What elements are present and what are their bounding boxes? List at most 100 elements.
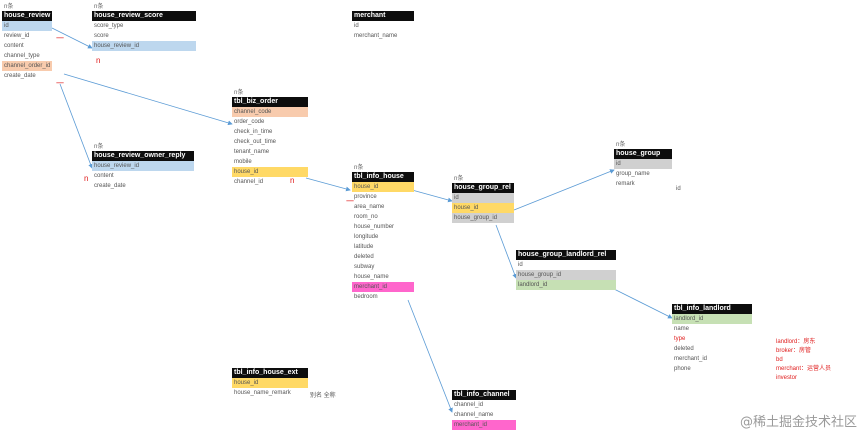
- table-house-group-landlord-rel: house_group_landlord_rel id house_group_…: [516, 250, 616, 290]
- link-review-to-score: [51, 27, 93, 49]
- field-row: subway: [354, 264, 375, 270]
- table-header: tbl_biz_order: [232, 97, 308, 107]
- table-header: merchant: [352, 11, 414, 21]
- field-row: type: [674, 336, 686, 342]
- table-tbl-biz-order: n条 tbl_biz_order channel_code order_code…: [232, 88, 308, 187]
- field-row: id: [354, 23, 359, 29]
- field-row: merchant_id: [674, 356, 708, 362]
- link-house-to-channel: [407, 299, 453, 413]
- table-count: n条: [4, 4, 14, 10]
- table-header: house_review: [2, 11, 52, 21]
- field-row: channel_order_id: [2, 61, 52, 71]
- table-tbl-info-house: n条 tbl_info_house house_id province area…: [352, 163, 414, 302]
- field-row: house_id: [232, 167, 308, 177]
- field-row: house_group_id: [516, 270, 616, 280]
- cardinality-mark: 一: [56, 34, 64, 43]
- field-row: id: [452, 193, 514, 203]
- table-header: house_group_rel: [452, 183, 514, 193]
- field-row: create_date: [94, 183, 126, 189]
- table-count: n条: [616, 142, 626, 148]
- field-row: content: [4, 43, 24, 49]
- field-row: content: [94, 173, 114, 179]
- table-tbl-info-house-ext: tbl_info_house_ext house_id house_name_r…: [232, 368, 308, 398]
- table-count: n条: [234, 90, 244, 96]
- table-tbl-info-landlord: tbl_info_landlord landlord_id name type …: [672, 304, 752, 374]
- field-row: area_name: [354, 204, 385, 210]
- table-house-review: n条 house_review id review_id content cha…: [2, 2, 52, 81]
- type-note: landlord：房东: [776, 339, 816, 345]
- field-row: score: [94, 33, 109, 39]
- field-row: channel_id: [234, 179, 264, 185]
- field-row: merchant_name: [354, 33, 398, 39]
- table-house-review-score: n条 house_review_score score_type score h…: [92, 2, 196, 51]
- field-row: review_id: [4, 33, 30, 39]
- table-header: house_group_landlord_rel: [516, 250, 616, 260]
- field-row: latitude: [354, 244, 374, 250]
- field-row: name: [674, 326, 690, 332]
- field-row: landlord_id: [516, 280, 616, 290]
- link-order-to-house: [305, 177, 351, 192]
- field-row: deleted: [674, 346, 694, 352]
- field-row: order_code: [234, 119, 265, 125]
- table-header: tbl_info_house_ext: [232, 368, 308, 378]
- field-row: channel_id: [454, 402, 484, 408]
- field-row: house_id: [452, 203, 514, 213]
- table-tbl-info-channel: tbl_info_channel channel_id channel_name…: [452, 390, 516, 430]
- field-row: mobile: [234, 159, 252, 165]
- field-row: house_review_id: [92, 41, 196, 51]
- field-row: phone: [674, 366, 691, 372]
- field-row: landlord_id: [672, 314, 752, 324]
- cardinality-mark: n: [84, 174, 89, 183]
- field-row: merchant_id: [452, 420, 516, 430]
- field-row: deleted: [354, 254, 374, 260]
- field-row: create_date: [4, 73, 36, 79]
- ext-values: 别名 全称: [310, 393, 336, 399]
- field-row: id: [518, 262, 523, 268]
- link-grouprel-to-landlordrel: [495, 224, 517, 279]
- link-house-to-grouprel: [411, 189, 453, 203]
- field-row: group_name: [616, 171, 650, 177]
- field-row: house_name_remark: [234, 390, 291, 396]
- field-row: channel_type: [4, 53, 40, 59]
- table-house-group-rel: n条 house_group_rel id house_id house_gro…: [452, 174, 514, 223]
- cardinality-mark: 一: [346, 197, 354, 206]
- field-row: house_number: [354, 224, 395, 230]
- field-row: channel_name: [454, 412, 494, 418]
- table-header: house_group: [614, 149, 672, 159]
- table-header: tbl_info_channel: [452, 390, 516, 400]
- link-landlordrel-to-landlord: [613, 288, 673, 319]
- link-review-to-order: [63, 73, 233, 126]
- table-header: house_review_owner_reply: [92, 151, 194, 161]
- table-header: tbl_info_landlord: [672, 304, 752, 314]
- type-note: investor: [776, 375, 798, 381]
- field-row: score_type: [94, 23, 124, 29]
- link-review-to-reply: [59, 83, 93, 169]
- table-count: n条: [94, 4, 104, 10]
- field-row: house_id: [232, 378, 308, 388]
- watermark: @稀土掘金技术社区: [739, 415, 857, 430]
- table-header: tbl_info_house: [352, 172, 414, 182]
- table-house-review-owner-reply: n条 house_review_owner_reply house_review…: [92, 142, 194, 191]
- table-header: house_review_score: [92, 11, 196, 21]
- field-row: channel_code: [232, 107, 308, 117]
- table-count: n条: [354, 165, 364, 171]
- table-count: n条: [454, 176, 464, 182]
- field-row: bedroom: [354, 294, 378, 300]
- field-row: check_out_time: [234, 139, 277, 145]
- cardinality-mark: n: [96, 56, 101, 65]
- field-row: room_no: [354, 214, 378, 220]
- link-grouprel-to-group: [513, 169, 615, 211]
- field-row: longitude: [354, 234, 379, 240]
- field-row: house_review_id: [92, 161, 194, 171]
- table-count: n条: [94, 144, 104, 150]
- field-row: house_name: [354, 274, 389, 280]
- field-row: id: [2, 21, 52, 31]
- type-note: broker：房管: [776, 348, 812, 354]
- type-note: bd: [776, 357, 783, 363]
- field-row: house_id: [352, 182, 414, 192]
- type-note: merchant：运营人员: [776, 366, 832, 372]
- table-merchant: merchant id merchant_name: [352, 11, 414, 41]
- field-row: tenant_name: [234, 149, 270, 155]
- field-row: id: [614, 159, 672, 169]
